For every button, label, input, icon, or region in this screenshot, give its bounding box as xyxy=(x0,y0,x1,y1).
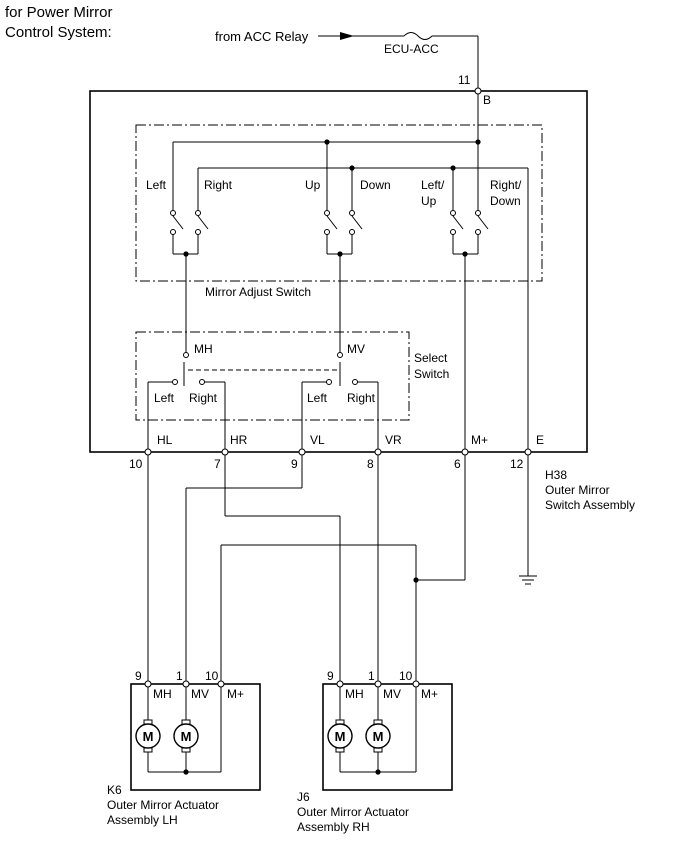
pin-number-6: 6 xyxy=(454,457,461,471)
acc-supply: from ACC Relay ECU-ACC 11 B xyxy=(215,29,491,107)
label-left-up-1: Left/ xyxy=(421,178,445,192)
motor-icon: M xyxy=(173,719,199,753)
pin-label-hr: HR xyxy=(230,433,248,447)
rh-pin-1: 1 xyxy=(368,669,375,683)
label-right-down-2: Down xyxy=(490,194,521,208)
label-right: Right xyxy=(204,178,233,192)
rh-term-m-plus: M+ xyxy=(421,687,438,701)
from-acc-relay-label: from ACC Relay xyxy=(215,29,309,44)
rh-connector-id: J6 xyxy=(297,790,310,804)
select-switch-wiring xyxy=(147,254,466,452)
select-left-label-lh: Left xyxy=(154,391,175,405)
label-left-up-2: Up xyxy=(421,194,437,208)
switch-connector-id: H38 xyxy=(545,468,567,482)
select-right-label-rh: Right xyxy=(347,391,376,405)
pin-number-9: 9 xyxy=(291,457,298,471)
lh-pin-1: 1 xyxy=(176,669,183,683)
supply-pin-number: 11 xyxy=(458,73,471,87)
fuse-icon xyxy=(403,32,433,40)
header-line-1: for Power Mirror xyxy=(5,4,113,21)
lh-term-m-plus: M+ xyxy=(227,687,244,701)
pin-label-vl: VL xyxy=(310,433,325,447)
motor-icon: M xyxy=(135,719,161,753)
pin-label-m-plus: M+ xyxy=(471,433,488,447)
arrow-right-icon xyxy=(340,32,354,40)
select-left-label-rh: Left xyxy=(307,391,328,405)
rh-pin-10: 10 xyxy=(399,669,413,683)
rh-pin-9: 9 xyxy=(327,669,334,683)
lh-name-line-1: Outer Mirror Actuator xyxy=(107,798,219,812)
ground-icon xyxy=(519,575,537,585)
select-mv-label: MV xyxy=(347,342,365,356)
svg-text:M: M xyxy=(181,729,192,744)
select-right-label-lh: Right xyxy=(189,391,218,405)
rh-name-line-1: Outer Mirror Actuator xyxy=(297,805,409,819)
label-right-down-1: Right/ xyxy=(490,178,522,192)
motor-icon: M xyxy=(365,719,391,753)
header-line-2: Control System: xyxy=(5,24,112,41)
select-switch-title-2: Switch xyxy=(414,367,449,381)
fuse-label: ECU-ACC xyxy=(384,42,439,56)
supply-terminal-label: B xyxy=(483,93,491,107)
actuator-rh-wiring xyxy=(336,680,420,775)
switch-assembly-pins xyxy=(144,87,532,456)
rh-name-line-2: Assembly RH xyxy=(297,820,370,834)
pin-number-7: 7 xyxy=(214,457,221,471)
rh-term-mh: MH xyxy=(345,687,364,701)
pin-label-vr: VR xyxy=(385,433,402,447)
label-left: Left xyxy=(146,178,167,192)
lh-name-line-2: Assembly LH xyxy=(107,813,178,827)
lh-pin-9: 9 xyxy=(135,669,142,683)
lh-pin-10: 10 xyxy=(205,669,219,683)
svg-text:M: M xyxy=(143,729,154,744)
lh-term-mh: MH xyxy=(153,687,172,701)
pin-number-10: 10 xyxy=(129,457,143,471)
pin-number-12: 12 xyxy=(510,457,524,471)
label-up: Up xyxy=(305,178,321,192)
select-mh-label: MH xyxy=(194,342,213,356)
actuator-rh-box xyxy=(322,683,453,791)
harness-wiring xyxy=(147,455,529,684)
svg-text:M: M xyxy=(373,729,384,744)
actuator-lh-wiring xyxy=(144,680,225,775)
switch-name-line-1: Outer Mirror xyxy=(545,483,610,497)
mirror-adjust-switch-title: Mirror Adjust Switch xyxy=(205,285,311,299)
pin-label-hl: HL xyxy=(157,433,173,447)
switch-name-line-2: Switch Assembly xyxy=(545,498,635,512)
lh-term-mv: MV xyxy=(191,687,209,701)
pin-number-8: 8 xyxy=(367,457,374,471)
actuator-lh-box xyxy=(130,683,261,791)
label-down: Down xyxy=(360,178,391,192)
rh-term-mv: MV xyxy=(383,687,401,701)
select-switch-title-1: Select xyxy=(414,351,448,365)
svg-text:M: M xyxy=(335,729,346,744)
pin-label-e: E xyxy=(536,433,544,447)
mirror-adjust-switch-box xyxy=(135,124,543,282)
select-switch-box xyxy=(135,331,410,421)
lh-connector-id: K6 xyxy=(107,783,122,797)
motor-icon: M xyxy=(327,719,353,753)
switch-assembly-box xyxy=(89,90,588,453)
